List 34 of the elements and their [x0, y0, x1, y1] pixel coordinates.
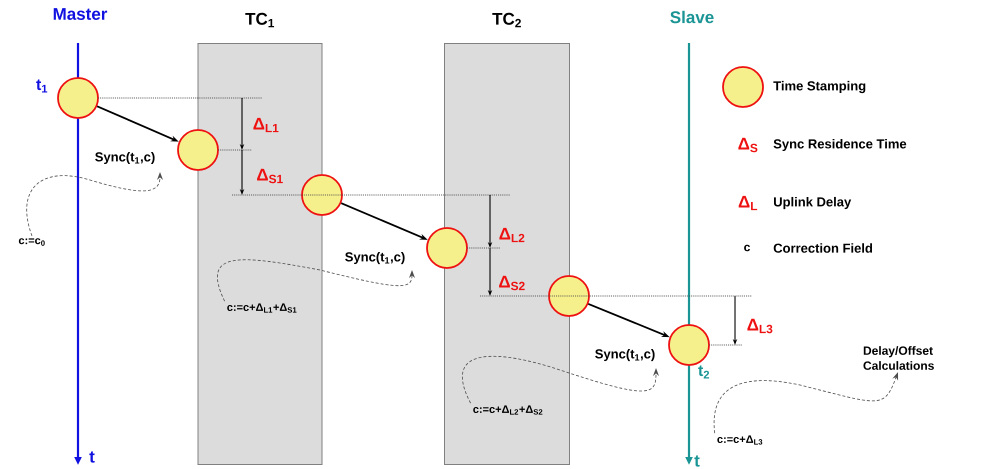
delay-symbol: Δ$_{S2}$ [499, 276, 525, 290]
delay-symbol: Δ$_{S}$ [738, 138, 758, 152]
node-label: TC$_{2}$ [492, 12, 521, 28]
edge-label: Sync(t$_{1}$,c) [594, 348, 656, 362]
time-stamp-circle [57, 77, 99, 119]
legend-text: Correction Field [774, 243, 872, 253]
formula-text: c:=c+Δ$_{L3}$ [717, 435, 762, 445]
formula-text: Delay/Offset Calculations [864, 346, 934, 370]
delay-symbol: Δ$_{L}$ [738, 196, 758, 210]
legend-text: Uplink Delay [774, 196, 852, 210]
time-stamp-circle [548, 275, 590, 317]
formula-text: c:=c+Δ$_{L1}$+Δ$_{S1}$ [227, 303, 296, 313]
edge-label: Sync(t$_{1}$,c) [94, 150, 156, 166]
symbol: c [744, 244, 750, 252]
time-stamp-circle [177, 129, 219, 171]
formula-text: c:=c+Δ$_{L2}$+Δ$_{S2}$ [473, 405, 542, 415]
time-stamp-circle [668, 324, 710, 366]
edge-label: Sync(t$_{1}$,c) [344, 250, 406, 266]
lifeline-title: Master [54, 8, 108, 20]
delay-symbol: Δ$_{S1}$ [257, 168, 283, 184]
delay-symbol: Δ$_{L2}$ [499, 228, 524, 242]
lifeline-title: Slave [670, 10, 714, 24]
node-label: TC$_{1}$ [245, 12, 274, 28]
time-label: t$_{1}$ [36, 80, 48, 93]
delay-symbol: Δ$_{L3}$ [747, 318, 772, 334]
time-axis-label: t [89, 451, 95, 463]
time-label: t$_{2}$ [698, 366, 710, 379]
legend-text: Sync Residence Time [774, 138, 906, 152]
legend-text: Time Stamping [773, 80, 866, 94]
time-axis-label: t [694, 455, 700, 467]
delay-symbol: Δ$_{L1}$ [253, 118, 278, 132]
time-stamp-circle [301, 174, 343, 216]
formula-text: c:=c$_{0}$ [18, 238, 45, 246]
time-stamp-circle [426, 227, 468, 269]
